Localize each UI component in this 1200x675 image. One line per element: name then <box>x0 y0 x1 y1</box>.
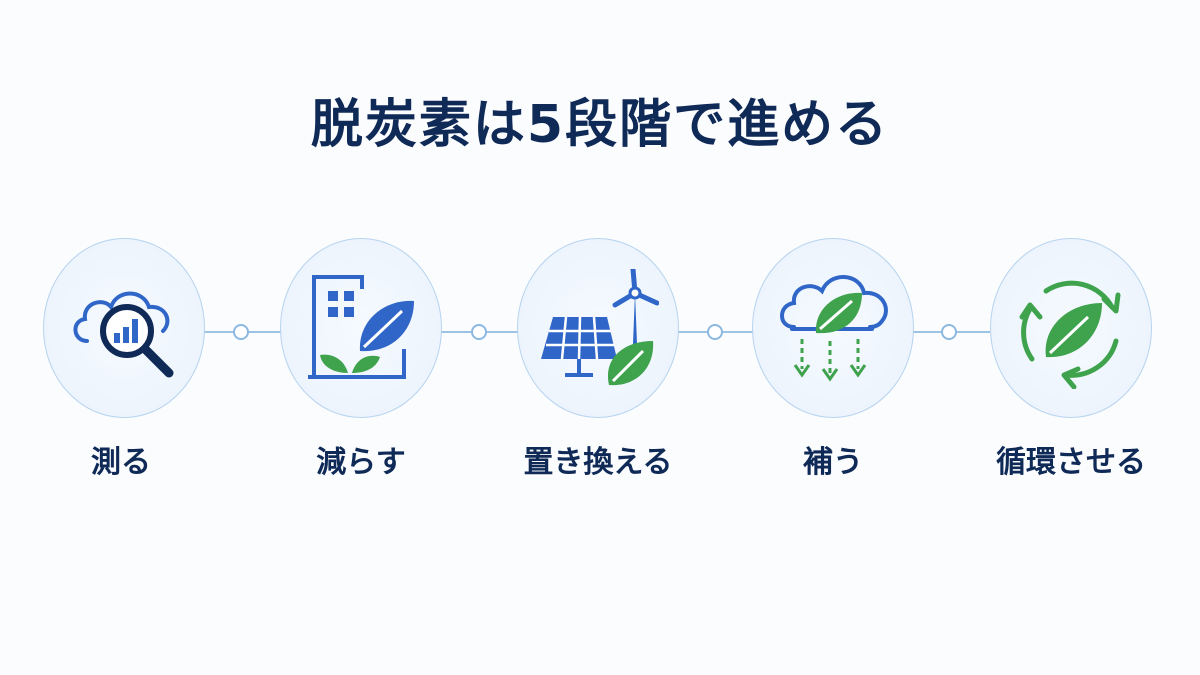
step-circulate <box>990 238 1152 418</box>
connector-dot <box>707 324 723 340</box>
step-reduce <box>280 238 442 418</box>
step-circle <box>280 238 442 418</box>
step-label-measure: 測る <box>91 445 151 480</box>
step-label-replace: 置き換える <box>523 445 673 480</box>
step-offset <box>752 238 914 418</box>
step-label-circulate: 循環させる <box>996 445 1146 480</box>
step-circle <box>990 238 1152 418</box>
connector-dot <box>941 324 957 340</box>
step-label-reduce: 減らす <box>316 445 406 480</box>
connector-dot <box>233 324 249 340</box>
cloud-leaf-down-arrows-icon <box>780 275 888 382</box>
page-title: 脱炭素は5段階で進める <box>310 95 890 155</box>
step-replace <box>517 238 679 418</box>
step-label-offset: 補う <box>803 445 863 480</box>
recycle-leaf-icon <box>1019 280 1121 389</box>
connector-dot <box>471 324 487 340</box>
step-measure <box>43 238 205 418</box>
step-circle <box>43 238 205 418</box>
solar-wind-leaf-icon <box>541 269 659 386</box>
step-circle <box>517 238 679 418</box>
building-leaf-icon <box>308 275 414 379</box>
cloud-magnifier-chart-icon <box>73 291 174 378</box>
step-circle <box>752 238 914 418</box>
